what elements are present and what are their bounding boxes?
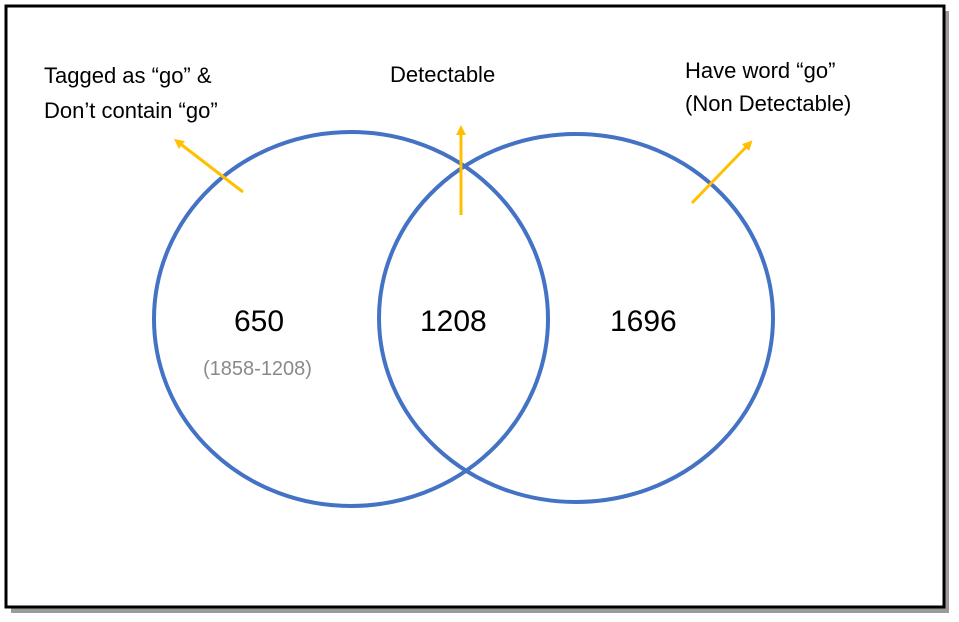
left-label-arrow bbox=[174, 138, 244, 194]
left-only-formula: (1858-1208) bbox=[203, 358, 312, 380]
left-set-circle bbox=[152, 130, 550, 508]
left-label-line2: Don’t contain “go” bbox=[44, 98, 218, 123]
left-label-line1: Tagged as “go” & bbox=[44, 63, 212, 88]
center-label: Detectable bbox=[390, 62, 496, 87]
right-label-line2: (Non Detectable) bbox=[685, 91, 852, 116]
right-label-line1: Have word “go” bbox=[685, 58, 836, 83]
right-label-arrow bbox=[690, 140, 753, 205]
right-set-circle bbox=[377, 132, 775, 504]
left-only-value: 650 bbox=[234, 305, 285, 338]
right-only-value: 1696 bbox=[610, 305, 677, 338]
frame-border bbox=[4, 4, 946, 609]
overlap-value: 1208 bbox=[420, 305, 487, 338]
